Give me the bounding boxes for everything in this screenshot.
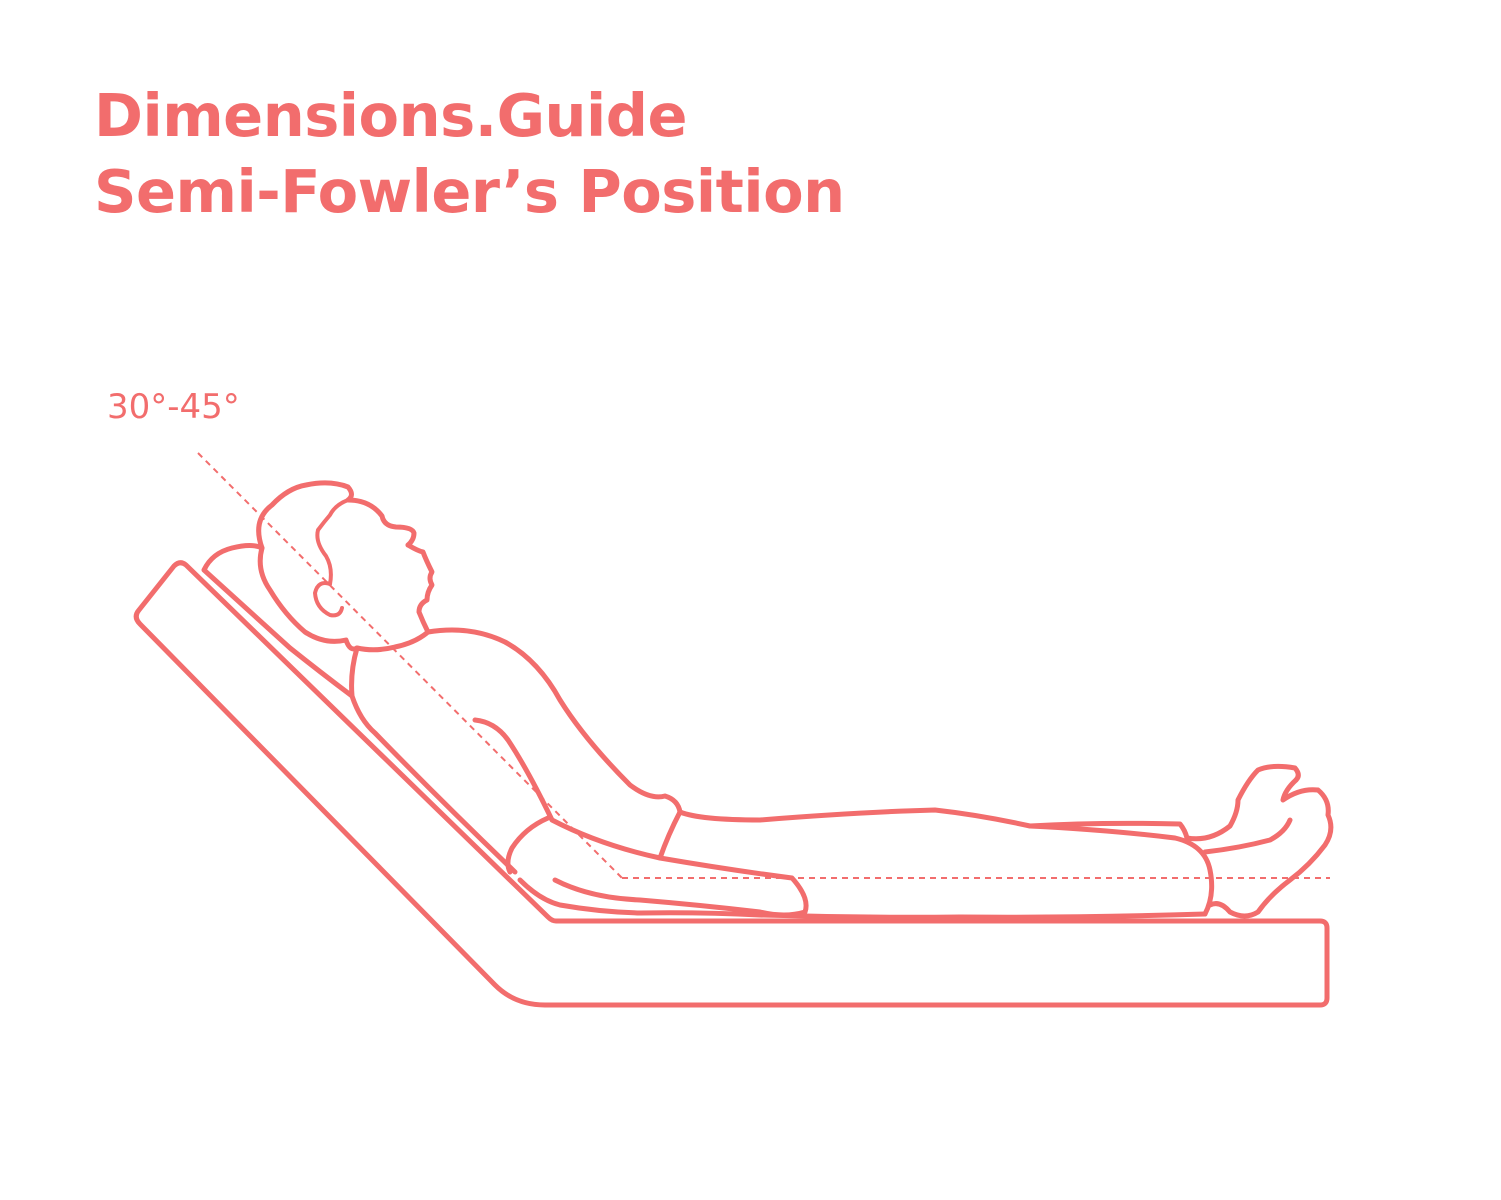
hairline — [315, 498, 350, 586]
leg-underside — [517, 877, 1208, 920]
bed-mattress — [133, 560, 1330, 1008]
page-title: Semi-Fowler’s Position — [94, 157, 845, 226]
brand-title: Dimensions.Guide — [94, 81, 688, 150]
face-profile — [405, 542, 435, 635]
incline-reference-line — [197, 452, 623, 879]
shorts — [505, 809, 683, 875]
foot-near — [1207, 777, 1334, 919]
pillow — [201, 543, 355, 699]
ear — [313, 581, 344, 618]
calf — [1027, 817, 1293, 917]
upper-leg — [677, 807, 1190, 841]
arm — [472, 717, 809, 918]
angle-range-label: 30°-45° — [107, 387, 240, 427]
shirt-back — [349, 645, 518, 875]
lower-leg — [1184, 763, 1301, 842]
head-back — [257, 545, 360, 652]
torso — [354, 627, 683, 815]
hair — [256, 480, 417, 551]
header: Dimensions.Guide Semi-Fowler’s Position — [94, 78, 845, 230]
